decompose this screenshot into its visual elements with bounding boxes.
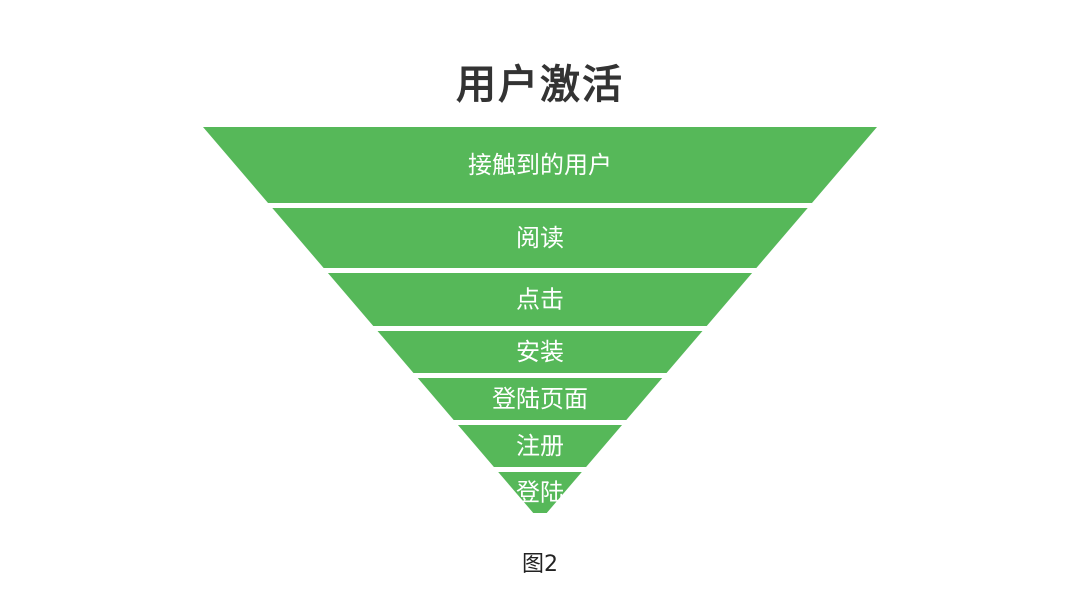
funnel-stage-shape: [327, 273, 753, 326]
funnel-stage-label: 注册: [516, 432, 564, 460]
diagram-title: 用户激活: [456, 62, 624, 108]
figure-caption: 图2: [522, 552, 558, 577]
funnel-stage: 登陆页面: [417, 378, 663, 420]
funnel-stage: 阅读: [272, 208, 808, 268]
funnel-stage-label: 点击: [516, 286, 564, 314]
funnel-stage-shape: [417, 378, 663, 420]
funnel-stage: 接触到的用户: [203, 127, 877, 203]
funnel-stage-shape: [457, 425, 623, 467]
funnel-stage: 登陆: [498, 472, 582, 513]
funnel-stage-label: 接触到的用户: [468, 151, 612, 179]
funnel-stage-shape: [203, 127, 877, 203]
funnel-stage-shape: [377, 331, 703, 373]
funnel-stage-label: 登陆: [516, 479, 564, 507]
funnel-stage-label: 阅读: [516, 224, 564, 252]
funnel-stage: 注册: [457, 425, 623, 467]
funnel-stage-label: 登陆页面: [492, 385, 588, 413]
funnel-stage: 点击: [327, 273, 753, 326]
funnel-stage-shape: [498, 472, 582, 513]
funnel-stage-shape: [272, 208, 808, 268]
funnel-stage-label: 安装: [516, 338, 564, 366]
funnel-stage: 安装: [377, 331, 703, 373]
